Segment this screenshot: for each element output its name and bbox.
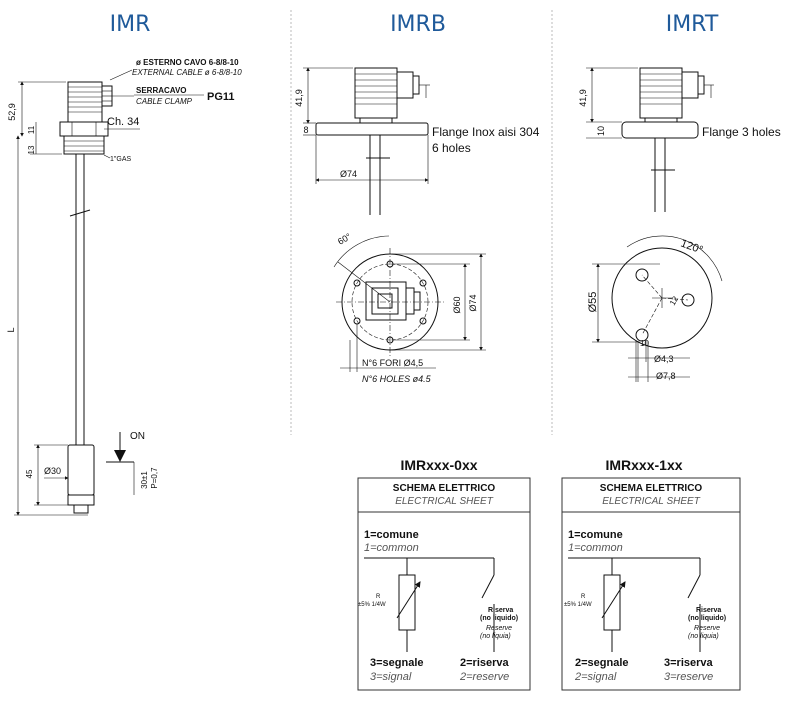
scheme-1-model: IMRxxx-1xx	[605, 457, 682, 473]
imr-float	[67, 444, 95, 496]
scheme-0-t2-it: 2=riserva	[460, 657, 510, 669]
imrt-top-drawing: 120° Ø55 12 10 Ø4,3 Ø7,8	[587, 235, 723, 382]
scheme-0-t3-en: 3=signal	[370, 671, 412, 683]
dim-13: 13	[27, 145, 36, 154]
scheme-1-res-en2: (no liquia)	[688, 633, 719, 640]
imrt-dim-10: 10	[596, 126, 606, 136]
cable-label-it: ø ESTERNO CAVO 6-8/8-10	[136, 58, 239, 67]
scheme-1-t3-en: 2=signal	[574, 671, 617, 683]
scheme-imrxxx-0xx: IMRxxx-0xx SCHEMA ELETTRICO ELECTRICAL S…	[357, 457, 531, 691]
imrt-dim-41-9: 41,9	[578, 89, 588, 107]
clamp-label-it: SERRACAVO	[136, 86, 187, 95]
clamp-label-en: CABLE CLAMP	[136, 97, 193, 106]
dim-L: L	[6, 327, 16, 332]
imrt-dim-12: 12	[668, 294, 681, 307]
dim-52-9: 52,9	[7, 103, 17, 121]
scheme-1-res-it2: (no liquido)	[688, 615, 726, 622]
imrt-angle: 120°	[679, 238, 704, 257]
scheme-0-res-en2: (no liquia)	[480, 633, 511, 640]
scheme-0-res-it1: Riserva	[488, 607, 513, 614]
imrb-dim-8: 8	[303, 125, 308, 135]
cable-label-en: EXTERNAL CABLE ø 6-8/8-10	[132, 68, 242, 77]
dim-45: 45	[25, 469, 34, 478]
imrb-top-drawing: 60° Ø60 Ø74 N°6 FORI Ø4,5 N°6 HOLES ø4.5	[333, 231, 486, 384]
dim-d30: Ø30	[44, 466, 61, 476]
imrb-dim-d74-side: Ø74	[340, 169, 357, 179]
imr-hex-nut	[59, 121, 109, 137]
scheme-1-t3-it: 2=segnale	[575, 657, 629, 669]
imrb-flange	[315, 122, 429, 136]
imrb-flange-label-1: Flange Inox aisi 304	[432, 125, 540, 139]
imrb-flange-label-2: 6 holes	[432, 141, 471, 155]
dim-p: P=0,7	[150, 467, 159, 489]
scheme-0-t3-it: 3=segnale	[370, 657, 424, 669]
scheme-1-t1-en: 1=common	[568, 542, 623, 554]
on-label: ON	[130, 431, 145, 442]
imrt-dim-d55: Ø55	[587, 292, 599, 313]
dim-30pm1: 30±1	[140, 471, 149, 489]
imrb-holes-it: N°6 FORI Ø4,5	[362, 358, 423, 368]
imrt-flange-label: Flange 3 holes	[702, 125, 781, 139]
scheme-1-t2-it: 3=riserva	[664, 657, 714, 669]
imrt-flange	[621, 121, 699, 139]
imrb-dim-d74-top: Ø74	[468, 294, 478, 311]
scheme-1-t1-it: 1=comune	[568, 529, 623, 541]
scheme-1-res-it1: Riserva	[696, 607, 721, 614]
imrt-dim-7-8: Ø7,8	[656, 371, 676, 381]
title-imr: IMR	[110, 12, 151, 37]
scheme-0-t1-it: 1=comune	[364, 529, 419, 541]
scheme-0-head-en: ELECTRICAL SHEET	[395, 496, 494, 507]
scheme-0-r: R	[376, 594, 381, 600]
imrb-dim-41-9: 41,9	[294, 89, 304, 107]
imrt-side-drawing: 41,9 10 Flange 3 holes	[578, 67, 781, 212]
imrt-dim-10b: 10	[640, 339, 649, 348]
scheme-0-head-it: SCHEMA ELETTRICO	[393, 483, 496, 494]
pg11-label: PG11	[207, 91, 235, 103]
scheme-1-res-en1: Reserve	[694, 625, 720, 632]
scheme-0-t1-en: 1=common	[364, 542, 419, 554]
title-imrb: IMRB	[390, 12, 446, 37]
imr-sensor-drawing: 52,9 13 11 L 45 Ø30 ON 30±1 P=0,7 ø ESTE…	[6, 58, 242, 516]
scheme-0-res-en1: Reserve	[486, 625, 512, 632]
imrb-angle: 60°	[336, 231, 353, 247]
scheme-0-res-it2: (no liquido)	[480, 615, 518, 622]
scheme-1-r-spec: ±5% 1/4W	[564, 602, 592, 608]
scheme-0-t2-en: 2=reserve	[459, 671, 509, 683]
ch34-label: Ch. 34	[107, 116, 139, 128]
scheme-1-t2-en: 3=reserve	[664, 671, 713, 683]
scheme-1-head-it: SCHEMA ELETTRICO	[600, 483, 703, 494]
scheme-0-model: IMRxxx-0xx	[400, 457, 477, 473]
title-imrt: IMRT	[666, 12, 719, 37]
scheme-1-head-en: ELECTRICAL SHEET	[602, 496, 701, 507]
imrb-dim-d60: Ø60	[452, 296, 462, 313]
imrt-dim-4-3: Ø4,3	[654, 354, 674, 364]
imrb-holes-en: N°6 HOLES ø4.5	[362, 374, 432, 384]
scheme-1-r: R	[581, 594, 586, 600]
imrt-flange-circle	[611, 247, 713, 349]
gas-label: 1"GAS	[110, 156, 131, 163]
scheme-imrxxx-1xx: IMRxxx-1xx SCHEMA ELETTRICO ELECTRICAL S…	[561, 457, 741, 691]
dim-11: 11	[27, 125, 36, 134]
imrb-side-drawing: 41,9 8 Ø74 Flange Inox aisi 304 6 holes	[294, 67, 540, 215]
scheme-0-r-spec: ±5% 1/4W	[358, 602, 386, 608]
